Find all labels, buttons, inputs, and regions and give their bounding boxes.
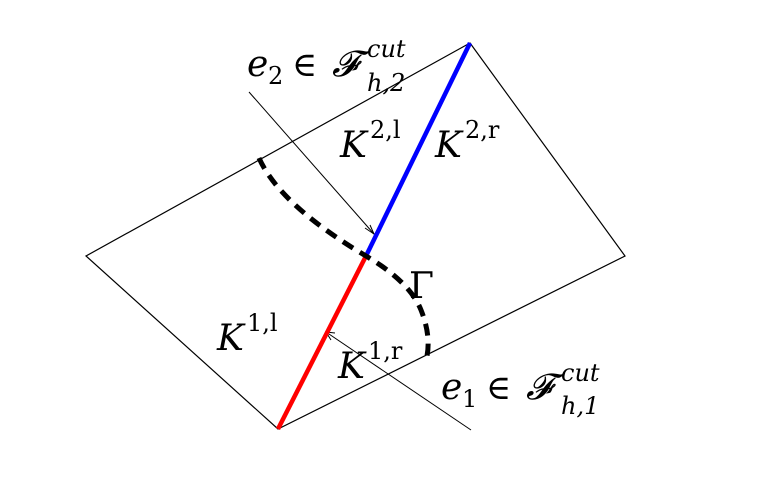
e2-sub2: h,2 [367, 69, 405, 97]
interface-curve [256, 156, 431, 357]
K2r-sup: 2,r [465, 116, 500, 144]
label-K1r: K 1,r [337, 337, 403, 387]
e1-base: e [441, 367, 462, 408]
K1r-base: K [337, 346, 367, 387]
label-e2: e 2 ∈ 𝓕 cut h,2 [247, 35, 406, 97]
e2-sup: cut [367, 35, 406, 63]
e1-sub: 1 [462, 385, 477, 413]
K1l-sup: 1,l [247, 309, 278, 337]
e1-sub2: h,1 [561, 392, 599, 420]
e1-pointer-line [325, 331, 472, 431]
e2-sub: 2 [268, 62, 283, 90]
e2-arrowhead [364, 224, 376, 236]
e1-set: 𝓕 [526, 367, 565, 408]
e2-rel: ∈ [292, 45, 317, 85]
K1l-base: K [216, 318, 246, 359]
e2-set: 𝓕 [332, 44, 371, 85]
label-K2r: K 2,r [434, 116, 500, 166]
K2l-sup: 2,l [370, 116, 401, 144]
e1-sup: cut [561, 359, 600, 387]
lower-cut-edge-red [275, 254, 369, 431]
label-K2l: K 2,l [339, 116, 401, 166]
label-gamma: Γ [409, 266, 434, 307]
upper-cut-edge-blue [363, 42, 473, 257]
e1-rel: ∈ [486, 368, 511, 408]
e2-base: e [247, 44, 268, 85]
K1r-sup: 1,r [368, 337, 403, 365]
K2r-base: K [434, 125, 464, 166]
label-K1l: K 1,l [216, 309, 278, 359]
e2-pointer-line [248, 91, 375, 235]
label-e1: e 1 ∈ 𝓕 cut h,1 [441, 359, 600, 420]
K2l-base: K [339, 125, 369, 166]
